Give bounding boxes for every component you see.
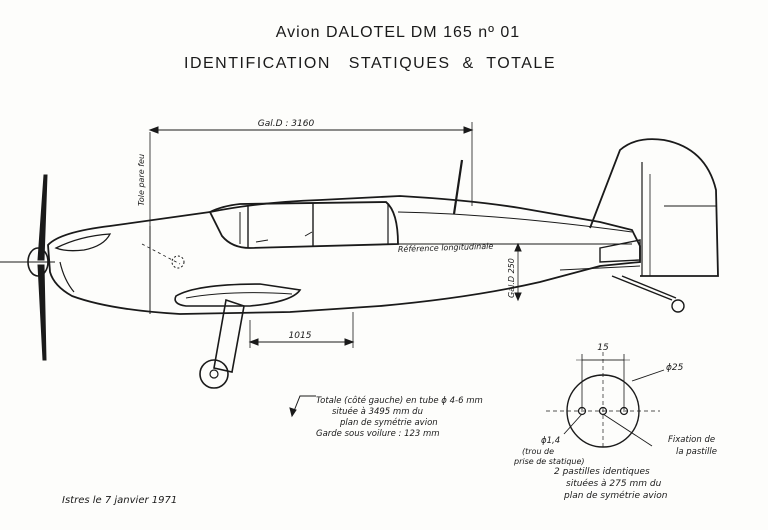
port-diameter-label: ϕ25 <box>666 363 684 373</box>
length-dimension <box>148 122 474 226</box>
fuselage-outline <box>47 195 641 315</box>
probe-offset-label: 1015 <box>289 331 312 341</box>
firewall-label: Tole pare feu <box>137 154 146 206</box>
probe-offset-dimension <box>248 312 355 348</box>
wing-root <box>174 283 302 307</box>
static-note-line-1: 2 pastilles identiques <box>554 467 650 477</box>
landing-gear <box>199 298 245 389</box>
pellet-note-line-1: Fixation de <box>668 435 715 445</box>
static-note-line-2: situées à 275 mm du <box>566 478 662 489</box>
static-note-line-3: plan de symétrie avion <box>563 490 668 501</box>
pitot-leader <box>291 395 316 417</box>
length-label: Gal.D : 3160 <box>258 119 315 129</box>
static-port-detail <box>546 352 665 450</box>
pitot-note-line-2: située à 3495 mm du <box>332 406 423 417</box>
title-line-2: IDENTIFICATION STATIQUES & TOTALE <box>184 55 556 72</box>
probe-spacing-label: 15 <box>597 343 609 353</box>
pitot-note-line-1: Totale (côté gauche) en tube ϕ 4-6 mm <box>316 395 483 406</box>
cowling-intake <box>54 233 112 252</box>
cowling-line <box>59 261 75 293</box>
cowling-port <box>171 255 185 269</box>
signature-date: Istres le 7 janvier 1971 <box>62 495 177 506</box>
title-line-1: Avion DALOTEL DM 165 nº 01 <box>276 24 520 41</box>
pellet-note-line-2: la pastille <box>676 447 717 457</box>
hole-note-line-3: prise de statique) <box>513 457 585 466</box>
height-label: Gal.D 250 <box>507 258 516 298</box>
canopy <box>208 201 399 249</box>
tail-wheel <box>611 275 685 313</box>
reference-line-label: Référence longitudinale <box>398 241 494 254</box>
hole-note-line-2: (trou de <box>522 447 554 456</box>
pitot-note-line-4: Garde sous voilure : 123 mm <box>316 429 440 439</box>
propeller <box>27 174 49 361</box>
hole-note-line-1: ϕ1,4 <box>541 436 560 446</box>
height-dimension <box>514 242 522 302</box>
antenna <box>452 159 464 215</box>
tail-fin <box>589 138 719 277</box>
pitot-note-line-3: plan de symétrie avion <box>339 417 438 428</box>
